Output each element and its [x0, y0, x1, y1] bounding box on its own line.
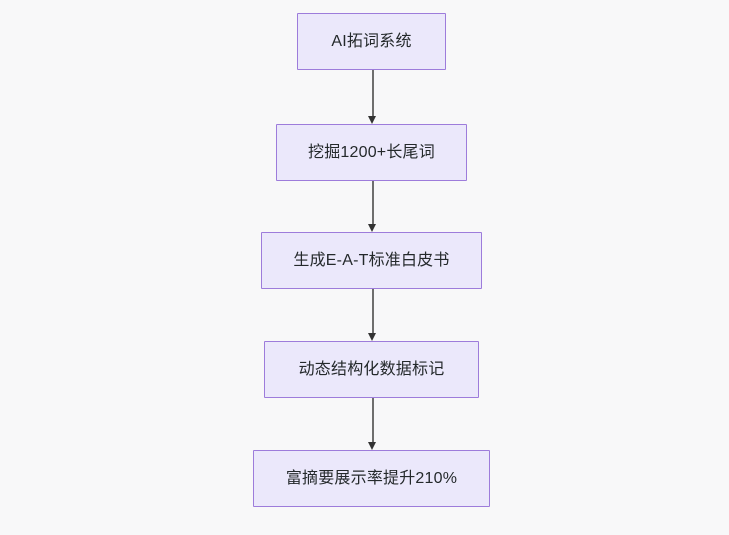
- flow-node-dynamic-structured-data-markup[interactable]: 动态结构化数据标记: [264, 341, 479, 398]
- flow-node-rich-snippet-impression-uplift[interactable]: 富摘要展示率提升210%: [253, 450, 490, 507]
- connector-line: [371, 289, 374, 333]
- connector-line: [371, 181, 374, 224]
- arrow-down-icon: [368, 333, 376, 341]
- flow-node-mine-longtail-keywords[interactable]: 挖掘1200+长尾词: [276, 124, 467, 181]
- flow-node-label: AI拓词系统: [331, 32, 412, 50]
- connector-line: [371, 398, 374, 442]
- connector-line: [371, 70, 374, 116]
- flow-node-label: 富摘要展示率提升210%: [285, 469, 458, 487]
- flow-node-label: 生成E-A-T标准白皮书: [293, 251, 450, 269]
- arrow-down-icon: [368, 224, 376, 232]
- flow-node-ai-keyword-system[interactable]: AI拓词系统: [297, 13, 446, 70]
- arrow-down-icon: [368, 116, 376, 124]
- flow-connector-3: [368, 289, 377, 341]
- flow-connector-1: [368, 70, 377, 124]
- flow-connector-2: [368, 181, 377, 232]
- flow-node-label: 挖掘1200+长尾词: [308, 143, 435, 161]
- flow-connector-4: [368, 398, 377, 450]
- flow-node-label: 动态结构化数据标记: [298, 360, 445, 378]
- arrow-down-icon: [368, 442, 376, 450]
- flow-node-generate-eat-whitepaper[interactable]: 生成E-A-T标准白皮书: [261, 232, 482, 289]
